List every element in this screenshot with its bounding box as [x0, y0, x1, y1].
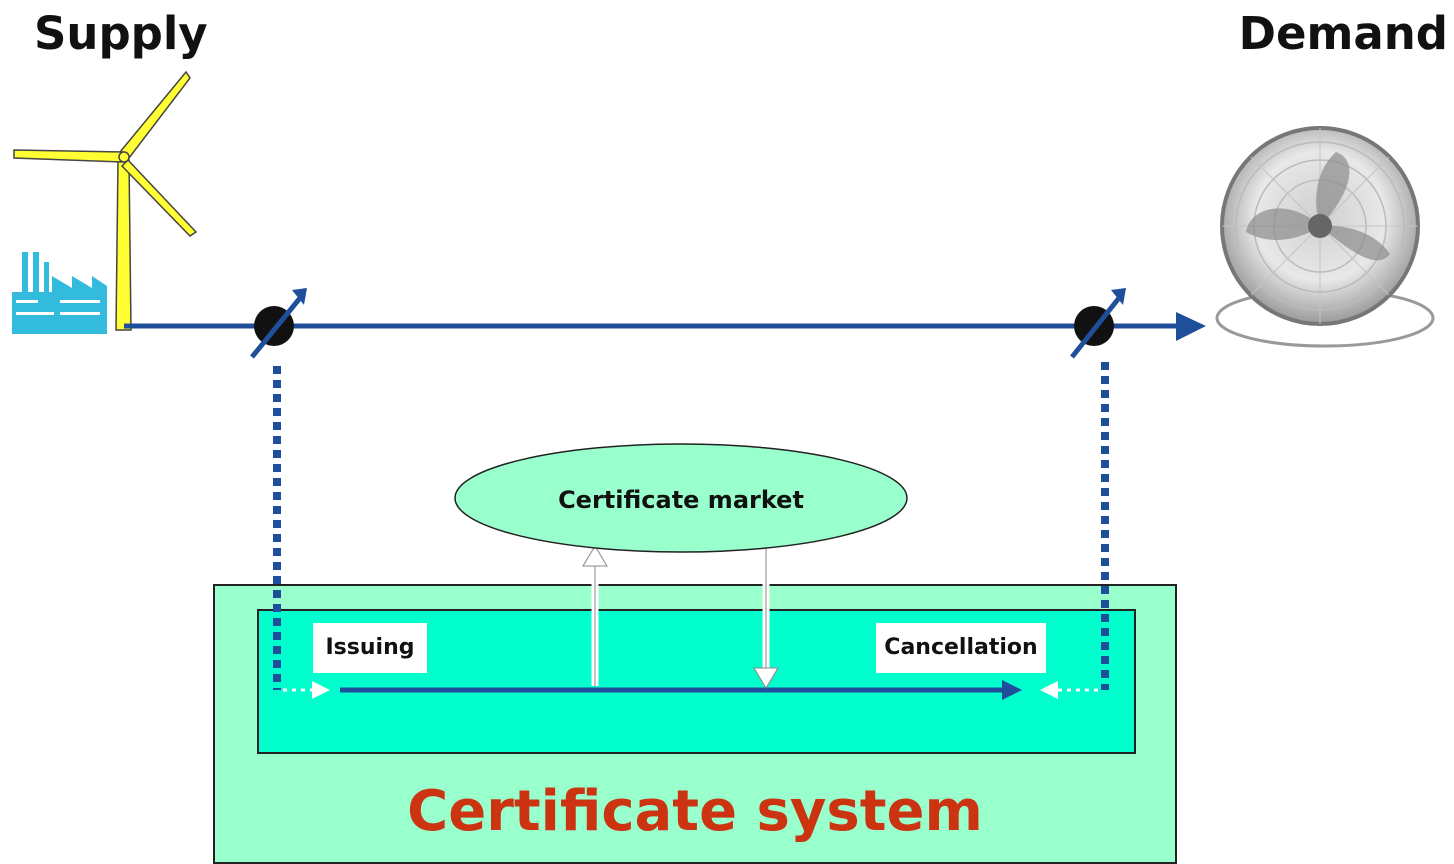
supply-heading: Supply — [34, 7, 208, 60]
issuing-connector-arrowhead — [312, 681, 330, 699]
demand-meter-icon — [1070, 288, 1126, 359]
power-flow-arrowhead — [1176, 312, 1206, 341]
from-market-arrow — [753, 548, 779, 689]
registry-flow-arrowhead — [1002, 680, 1022, 700]
to-market-arrow — [582, 545, 608, 686]
certificate-market-label: Certificate market — [558, 486, 804, 514]
electric-fan-icon — [1215, 126, 1435, 348]
cancellation-connector-arrowhead — [1040, 681, 1058, 699]
wind-turbine-icon — [13, 70, 198, 331]
issuing-label: Issuing — [313, 623, 427, 673]
supply-meter-icon — [250, 288, 307, 359]
certificate-market-ellipse — [454, 443, 908, 553]
certificate-system-label: Certificate system — [407, 779, 983, 844]
factory-icon — [12, 252, 107, 334]
cancellation-label: Cancellation — [876, 623, 1046, 673]
demand-heading: Demand — [1238, 7, 1448, 60]
